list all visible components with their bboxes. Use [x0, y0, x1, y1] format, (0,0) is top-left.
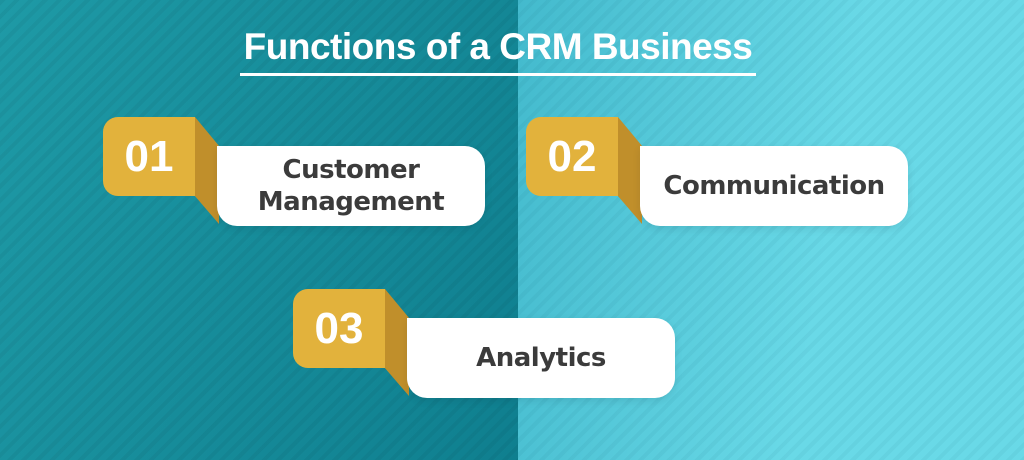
badge-fold-ribbon	[385, 289, 409, 396]
page-title: Functions of a CRM Business	[239, 26, 757, 76]
function-item-communication: 02 Communication	[526, 117, 910, 226]
title-area: Functions of a CRM Business	[0, 26, 1010, 76]
item-number-badge: 03	[293, 289, 385, 368]
badge-fold-ribbon	[618, 117, 642, 224]
function-item-customer-management: 01 Customer Management	[103, 117, 487, 226]
badge-fold-ribbon	[195, 117, 219, 224]
item-number-badge: 02	[526, 117, 618, 196]
function-item-analytics: 03 Analytics	[293, 289, 677, 398]
item-number-badge: 01	[103, 117, 195, 196]
item-label: Customer Management	[257, 154, 445, 218]
item-label-card: Communication	[640, 146, 908, 226]
item-label-card: Customer Management	[217, 146, 485, 226]
item-label: Analytics	[476, 342, 606, 373]
item-label-card: Analytics	[407, 318, 675, 398]
item-label: Communication	[663, 170, 885, 201]
